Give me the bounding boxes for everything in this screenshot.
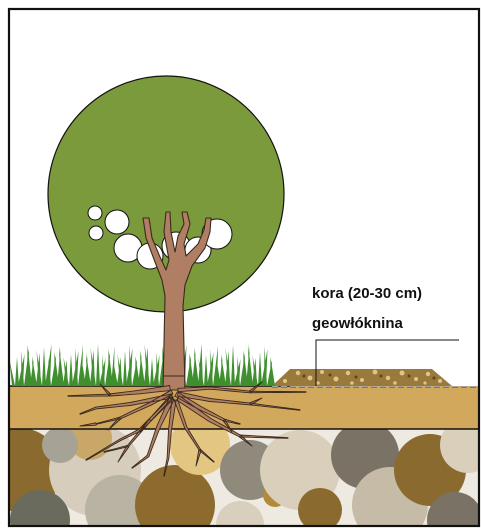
bark-mulch-layer <box>272 369 452 386</box>
bark-label: kora (20-30 cm) <box>312 285 422 302</box>
geotextile-label: geowłóknina <box>312 315 404 332</box>
subsoil-layer <box>0 415 481 528</box>
